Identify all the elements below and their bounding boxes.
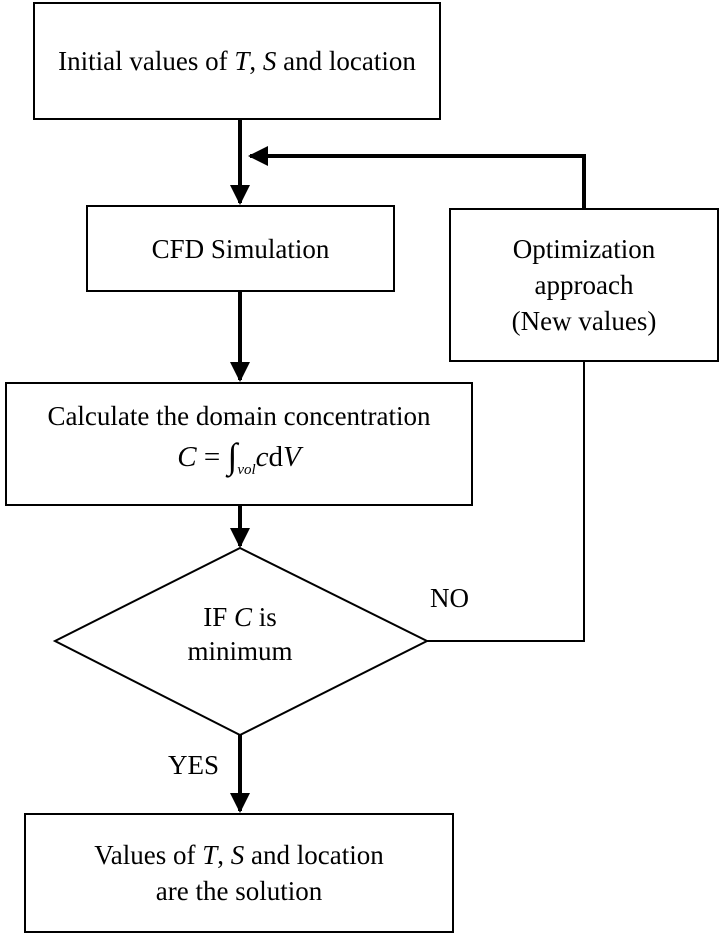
optimization-line2: approach bbox=[534, 270, 634, 300]
initial-values-box: Initial values of T, S and location bbox=[33, 2, 441, 120]
solution-line2: are the solution bbox=[155, 876, 323, 906]
solution-box: Values of T, S and location are the solu… bbox=[24, 813, 454, 933]
initial-var-t: T bbox=[234, 46, 250, 76]
decision-var: C bbox=[233, 602, 252, 632]
optimization-approach-box: Optimization approach (New values) bbox=[449, 208, 719, 362]
calculate-label: Calculate the domain concentration bbox=[47, 401, 431, 431]
integral-subscript: vol bbox=[237, 462, 256, 478]
calculate-concentration-box: Calculate the domain concentration C = ∫… bbox=[5, 382, 473, 506]
optimization-line3: (New values) bbox=[511, 306, 657, 336]
integral-sign: ∫ bbox=[227, 436, 238, 476]
formula-d: d bbox=[268, 441, 284, 473]
initial-values-text: Initial values of T, S and location bbox=[58, 43, 416, 79]
optimization-line1: Optimization bbox=[512, 234, 656, 264]
formula-lhs: C bbox=[177, 441, 197, 473]
no-branch-label: NO bbox=[430, 583, 469, 613]
solution-sep: , bbox=[217, 840, 231, 870]
line-decision-to-optimization bbox=[427, 362, 585, 642]
cfd-simulation-label: CFD Simulation bbox=[151, 233, 330, 264]
yes-branch-label: YES bbox=[168, 750, 220, 780]
decision-line2: minimum bbox=[187, 636, 293, 666]
decision-suffix: is bbox=[252, 602, 277, 632]
decision-prefix: IF bbox=[203, 602, 234, 632]
initial-var-s: S bbox=[262, 46, 277, 76]
solution-line1: Values of T, S and location bbox=[94, 837, 383, 873]
decision-line1: IF C is bbox=[120, 600, 360, 634]
arrow-optimization-feedback bbox=[248, 146, 586, 208]
initial-sep: , bbox=[249, 46, 263, 76]
initial-suffix: and location bbox=[276, 46, 416, 76]
decision-text: IF C is minimum bbox=[120, 600, 360, 668]
initial-prefix: Initial values of bbox=[58, 46, 235, 76]
solution-var-s: S bbox=[230, 840, 245, 870]
cfd-simulation-box: CFD Simulation bbox=[86, 205, 395, 292]
solution-var-t: T bbox=[202, 840, 218, 870]
formula-eq: = bbox=[196, 441, 228, 473]
solution-prefix: Values of bbox=[94, 840, 203, 870]
solution-suffix: and location bbox=[244, 840, 384, 870]
concentration-formula: C = ∫volcdV bbox=[177, 434, 301, 490]
formula-integrand: c bbox=[255, 441, 269, 473]
formula-dvar: V bbox=[283, 441, 301, 473]
